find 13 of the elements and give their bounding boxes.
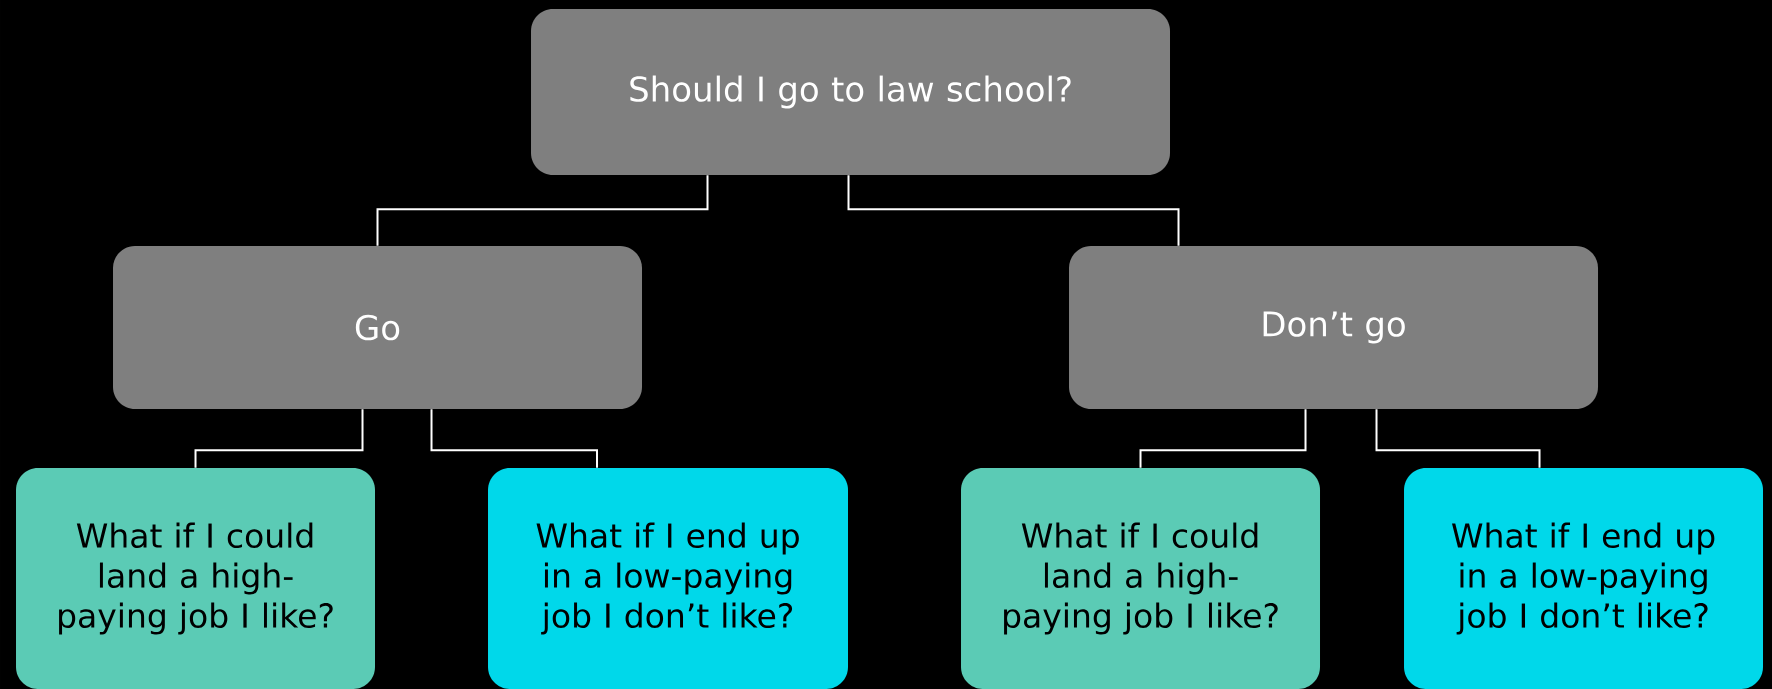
connector-line [1375,408,1541,469]
choice-box: Don’t go [1069,246,1598,409]
question-box: Should I go to law school? [531,9,1170,175]
connector-line [376,174,709,247]
connector-line [194,408,364,469]
choice-box: Go [113,246,642,409]
connector-line [430,408,598,469]
connector-line [847,174,1180,247]
outcome-box: What if I could land a high-paying job I like? [961,468,1320,689]
outcome-box: What if I could land a high-paying job I like? [16,468,375,689]
connector-line [1139,408,1307,469]
outcome-box: What if I end up in a low-paying job I don’t like? [488,468,848,689]
outcome-box: What if I end up in a low-paying job I don’t like? [1404,468,1763,689]
